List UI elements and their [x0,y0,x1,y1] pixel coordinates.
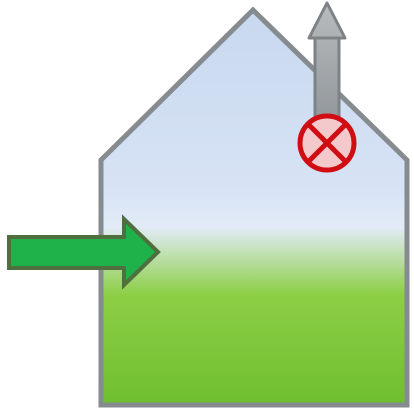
closed-valve-icon [300,116,354,170]
house-outline [101,10,407,405]
inflow-right-arrow-icon [9,219,158,285]
exhaust-up-arrow-icon [309,3,345,130]
